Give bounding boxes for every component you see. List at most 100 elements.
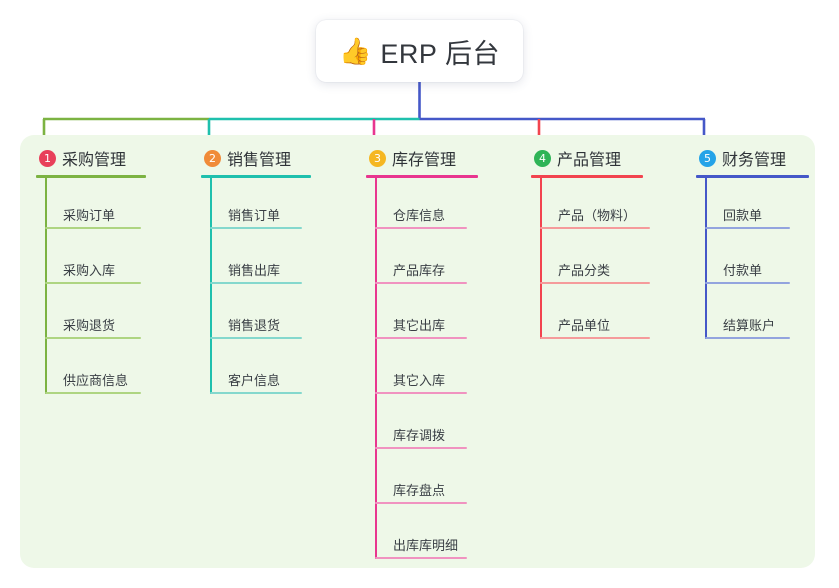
branch-item[interactable]: 其它出库	[366, 288, 478, 343]
branch-item-label: 出库库明细	[393, 538, 459, 553]
branch-item-rule	[210, 392, 302, 394]
branch-item-label: 采购退货	[63, 318, 116, 333]
branch-header-rule	[696, 175, 809, 178]
branch-item[interactable]: 供应商信息	[36, 343, 146, 398]
branch-item[interactable]: 仓库信息	[366, 178, 478, 233]
branch-item-label: 其它入库	[393, 373, 446, 388]
branch-item-list: 采购订单采购入库采购退货供应商信息	[36, 178, 146, 398]
branch-item-label: 库存盘点	[393, 483, 446, 498]
branch-item-rule	[705, 227, 790, 229]
branch-spine	[540, 178, 542, 339]
branch-number-badge: 3	[369, 149, 386, 167]
branch-item[interactable]: 采购订单	[36, 178, 146, 233]
branch-item-label: 销售退货	[228, 318, 281, 333]
branch-column-2: 2 销售管理销售订单销售出库销售退货客户信息	[201, 146, 311, 398]
branch-item-label: 客户信息	[228, 373, 281, 388]
branch-item[interactable]: 产品库存	[366, 233, 478, 288]
branch-header-3[interactable]: 3 库存管理	[366, 146, 478, 170]
branch-title: 采购管理	[62, 152, 127, 169]
branch-item-rule	[45, 282, 141, 284]
branch-title: 库存管理	[392, 152, 457, 169]
branch-item[interactable]: 产品单位	[531, 288, 650, 343]
branch-header-5[interactable]: 5 财务管理	[696, 146, 809, 170]
branch-number-badge: 4	[534, 149, 551, 167]
branch-item-rule	[210, 282, 302, 284]
branch-item-list: 仓库信息产品库存其它出库其它入库库存调拨库存盘点出库库明细	[366, 178, 478, 563]
branch-item[interactable]: 库存调拨	[366, 398, 478, 453]
branch-item-rule	[210, 227, 302, 229]
branch-item[interactable]: 库存盘点	[366, 453, 478, 508]
branch-item-rule	[540, 337, 650, 339]
branch-item-label: 销售出库	[228, 263, 281, 278]
branch-header-rule	[531, 175, 643, 178]
branch-item[interactable]: 回款单	[696, 178, 809, 233]
branch-item-rule	[540, 282, 650, 284]
branch-item-label: 采购订单	[63, 208, 116, 223]
branch-item-rule	[375, 447, 467, 449]
branch-spine	[375, 178, 377, 559]
branch-item[interactable]: 出库库明细	[366, 508, 478, 563]
branch-spine	[705, 178, 707, 339]
branch-header-2[interactable]: 2 销售管理	[201, 146, 311, 170]
branch-header-rule	[366, 175, 478, 178]
branch-title: 财务管理	[722, 152, 787, 169]
branch-item-label: 产品单位	[558, 318, 611, 333]
branch-item-list: 销售订单销售出库销售退货客户信息	[201, 178, 311, 398]
branch-item-label: 付款单	[723, 263, 763, 278]
branch-item-rule	[210, 337, 302, 339]
branch-item-rule	[705, 337, 790, 339]
branch-number-badge: 2	[204, 149, 221, 167]
branch-column-3: 3 库存管理仓库信息产品库存其它出库其它入库库存调拨库存盘点出库库明细	[366, 146, 478, 563]
branch-item-label: 产品（物料）	[558, 208, 637, 223]
branch-column-4: 4 产品管理产品（物料） 产品分类产品单位	[531, 146, 650, 343]
branches-panel	[20, 135, 815, 568]
branch-item[interactable]: 产品分类	[531, 233, 650, 288]
branch-item-list: 产品（物料） 产品分类产品单位	[531, 178, 650, 343]
branch-title: 产品管理	[557, 152, 622, 169]
branch-spine	[45, 178, 47, 394]
branch-item-label: 采购入库	[63, 263, 116, 278]
branch-spine	[210, 178, 212, 394]
branch-item-label: 其它出库	[393, 318, 446, 333]
branch-item-rule	[375, 502, 467, 504]
branch-item[interactable]: 采购入库	[36, 233, 146, 288]
branch-title: 销售管理	[227, 152, 292, 169]
thumbs-up-icon: 👍	[339, 36, 372, 66]
branch-item[interactable]: 销售订单	[201, 178, 311, 233]
branch-item-list: 回款单付款单结算账户	[696, 178, 809, 343]
branch-item-rule	[540, 227, 650, 229]
branch-item-label: 销售订单	[228, 208, 281, 223]
branch-item[interactable]: 销售退货	[201, 288, 311, 343]
branch-item-rule	[705, 282, 790, 284]
branch-item-rule	[375, 227, 467, 229]
branch-item-label: 产品分类	[558, 263, 611, 278]
branch-item[interactable]: 客户信息	[201, 343, 311, 398]
branch-item-rule	[45, 337, 141, 339]
branch-item-label: 结算账户	[723, 318, 776, 333]
branch-item-label: 仓库信息	[393, 208, 446, 223]
root-node[interactable]: 👍 ERP 后台	[316, 20, 523, 82]
branch-header-rule	[36, 175, 146, 178]
branch-header-4[interactable]: 4 产品管理	[531, 146, 643, 170]
branch-item-label: 回款单	[723, 208, 763, 223]
branch-item-label: 供应商信息	[63, 373, 129, 388]
branch-item[interactable]: 付款单	[696, 233, 809, 288]
branch-item-rule	[375, 557, 467, 559]
branch-item-rule	[375, 337, 467, 339]
branch-item[interactable]: 产品（物料）	[531, 178, 650, 233]
root-title: ERP 后台	[380, 38, 500, 69]
branch-header-rule	[201, 175, 311, 178]
branch-column-5: 5 财务管理回款单付款单结算账户	[696, 146, 809, 343]
branch-number-badge: 5	[699, 149, 716, 167]
branch-item[interactable]: 结算账户	[696, 288, 809, 343]
branch-item-label: 产品库存	[393, 263, 446, 278]
branch-item[interactable]: 采购退货	[36, 288, 146, 343]
branch-item-rule	[375, 282, 467, 284]
branch-item[interactable]: 销售出库	[201, 233, 311, 288]
branch-item-rule	[45, 227, 141, 229]
branch-item-rule	[45, 392, 141, 394]
branch-item[interactable]: 其它入库	[366, 343, 478, 398]
